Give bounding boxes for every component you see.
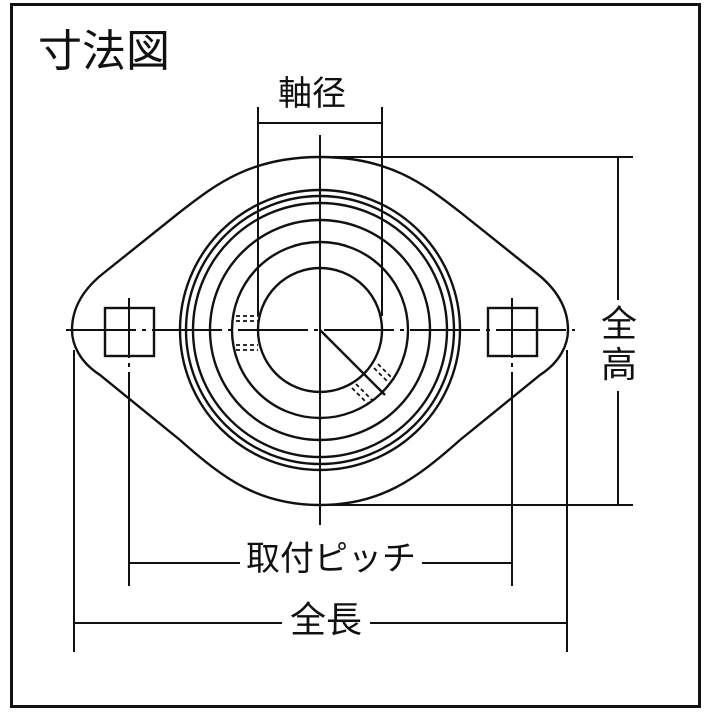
set-screw-hidden-diag-3 [373,367,391,385]
set-screw-hidden-diag-2 [355,383,373,401]
total-height-char-2: 高 [600,345,637,387]
mounting-pitch-label: 取付ピッチ [240,542,422,576]
total-height-char-1: 全 [600,304,637,345]
drawing-title: 寸法図 [38,26,170,77]
total-length-label: 全長 [282,603,371,639]
set-screw-hidden-diag-4 [377,363,395,381]
total-height-label: 全 高 [598,300,640,391]
set-screw-line [319,329,386,396]
set-screw-hidden-diag-1 [351,387,369,405]
shaft-diameter-label: 軸径 [278,74,346,114]
